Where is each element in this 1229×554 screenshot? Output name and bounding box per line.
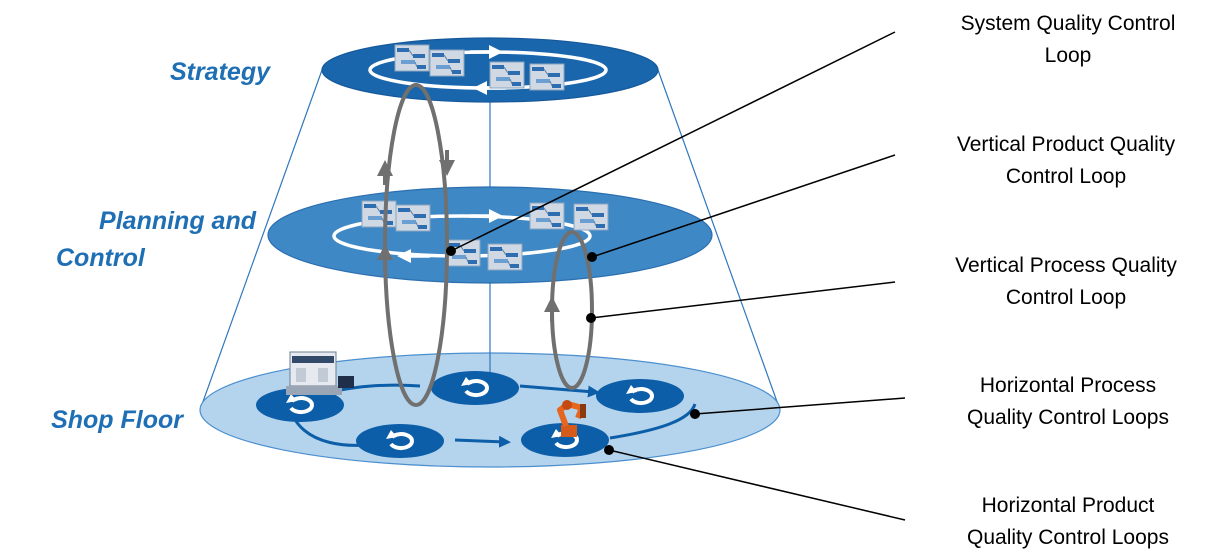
connector-system-loop — [446, 31, 896, 256]
connector-horizontal-process-loops — [690, 397, 906, 419]
shop-floor-cycle-1 — [256, 388, 344, 422]
level-label-planning-line2: Control — [56, 244, 146, 272]
press-brake-machine-image — [286, 351, 354, 395]
label-system-quality-control-loop-line1: System Quality Control — [961, 12, 1176, 35]
level-label-shop-floor: Shop Floor — [51, 406, 184, 434]
level-label-strategy: Strategy — [170, 58, 271, 86]
industrial-robot-image — [557, 400, 586, 437]
level-label-planning-line1: Planning and — [99, 207, 257, 235]
label-horizontal-process-loops-line1: Horizontal Process — [980, 374, 1156, 397]
shop-floor-cycle-4 — [356, 424, 444, 458]
label-horizontal-product-loops-line1: Horizontal Product — [982, 494, 1155, 517]
label-vertical-product-loop-line2: Control Loop — [1006, 165, 1126, 188]
vertical-product-and-process-loop — [544, 230, 594, 390]
shop-floor-cycle-3 — [596, 379, 684, 413]
label-system-quality-control-loop-line2: Loop — [1045, 44, 1092, 67]
system-quality-control-loop — [377, 83, 455, 407]
label-horizontal-process-loops-line2: Quality Control Loops — [967, 406, 1169, 429]
label-vertical-process-loop-line1: Vertical Process Quality — [955, 254, 1177, 277]
cone-outline — [199, 69, 781, 411]
connector-vertical-process-loop — [586, 281, 896, 323]
label-vertical-process-loop-line2: Control Loop — [1006, 286, 1126, 309]
label-horizontal-product-loops-line2: Quality Control Loops — [967, 526, 1169, 549]
connector-horizontal-product-loops — [604, 445, 906, 521]
connector-vertical-product-loop — [587, 154, 896, 262]
shop-floor-cycle-5 — [521, 423, 609, 457]
label-vertical-product-loop-line1: Vertical Product Quality — [957, 133, 1176, 156]
strategy-disc — [321, 37, 659, 103]
planning-disc — [267, 186, 713, 284]
shop-floor-cycle-2 — [431, 371, 519, 405]
